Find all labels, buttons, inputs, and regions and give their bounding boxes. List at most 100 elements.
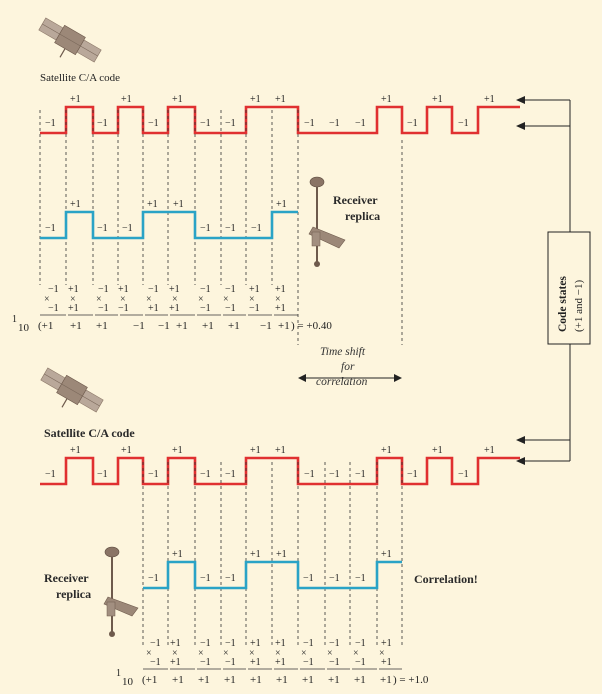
svg-text:+1: +1	[381, 657, 392, 668]
svg-text:+1: +1	[380, 674, 392, 686]
code-states-label-2: (+1 and −1)	[573, 280, 585, 332]
svg-text:+1: +1	[96, 320, 108, 332]
svg-text:×: ×	[249, 648, 255, 659]
satellite-code-bottom-wave	[40, 456, 520, 486]
correlation-label: Correlation!	[414, 572, 478, 586]
code-label: −1	[148, 118, 159, 129]
replica-label: −1	[329, 573, 340, 584]
code-label: −1	[148, 469, 159, 480]
code-label: +1	[70, 445, 81, 456]
svg-text:×: ×	[301, 648, 307, 659]
svg-text:+1: +1	[169, 284, 180, 295]
svg-text:×: ×	[223, 294, 229, 305]
replica-label: +1	[70, 199, 81, 210]
antenna-receiver-icon	[103, 546, 139, 637]
code-states-label-1: Code states	[557, 276, 569, 332]
svg-text:+1: +1	[278, 320, 290, 332]
svg-text:−1: −1	[98, 303, 109, 314]
svg-text:−1: −1	[133, 320, 145, 332]
svg-text:−1: −1	[148, 284, 159, 295]
svg-text:−1: −1	[303, 657, 314, 668]
code-label: +1	[275, 94, 286, 105]
code-label: −1	[458, 469, 469, 480]
replica-label: +1	[172, 549, 183, 560]
code-label: −1	[225, 469, 236, 480]
svg-text:×: ×	[146, 294, 152, 305]
svg-text:−1: −1	[329, 657, 340, 668]
svg-text:×: ×	[172, 648, 178, 659]
svg-text:−1: −1	[150, 657, 161, 668]
svg-text:+1: +1	[198, 674, 210, 686]
svg-text:+1: +1	[170, 638, 181, 649]
time-shift-label-1: Time shift	[320, 346, 366, 358]
svg-text:×: ×	[379, 648, 385, 659]
guide-lines-bottom	[142, 462, 403, 645]
svg-text:−1: −1	[329, 638, 340, 649]
code-label: −1	[45, 118, 56, 129]
svg-text:+1: +1	[328, 674, 340, 686]
replica-bottom-label-2: replica	[56, 587, 91, 601]
replica-top-label-2: replica	[345, 209, 380, 223]
svg-text:+1: +1	[176, 320, 188, 332]
code-label: +1	[121, 94, 132, 105]
antenna-receiver-icon	[308, 176, 346, 267]
bracket-arrowheads	[516, 96, 525, 465]
svg-text:+1: +1	[118, 284, 129, 295]
replica-top-label-1: Receiver	[333, 193, 378, 207]
code-label: −1	[97, 118, 108, 129]
fraction-bottom-num: 1	[116, 668, 121, 679]
replica-label: −1	[97, 223, 108, 234]
svg-text:−1: −1	[225, 638, 236, 649]
code-label: +1	[250, 445, 261, 456]
svg-text:−1: −1	[48, 284, 59, 295]
svg-text:−1: −1	[200, 303, 211, 314]
code-label: +1	[484, 445, 495, 456]
replica-bottom-wave	[143, 560, 402, 590]
svg-text:×: ×	[249, 294, 255, 305]
svg-text:×: ×	[353, 648, 359, 659]
svg-text:+1: +1	[224, 674, 236, 686]
replica-top-wave	[40, 210, 298, 240]
replica-bottom-label-1: Receiver	[44, 571, 89, 585]
code-label: −1	[304, 469, 315, 480]
svg-text:+1: +1	[275, 638, 286, 649]
svg-text:−1: −1	[158, 320, 170, 332]
time-shift-arrow	[298, 374, 402, 382]
code-label: +1	[275, 445, 286, 456]
time-shift-label-2: for	[341, 361, 355, 373]
replica-label: +1	[250, 549, 261, 560]
svg-text:×: ×	[120, 294, 126, 305]
svg-text:−1: −1	[225, 303, 236, 314]
svg-text:−1: −1	[225, 284, 236, 295]
svg-text:+1: +1	[276, 674, 288, 686]
code-label: −1	[407, 118, 418, 129]
svg-text:+1: +1	[275, 657, 286, 668]
code-label: −1	[355, 118, 366, 129]
svg-text:−1: −1	[98, 284, 109, 295]
code-label: −1	[200, 469, 211, 480]
svg-text:−1: −1	[303, 638, 314, 649]
code-label: +1	[172, 445, 183, 456]
svg-text:−1: −1	[249, 303, 260, 314]
svg-text:+1: +1	[381, 638, 392, 649]
svg-text:×: ×	[198, 294, 204, 305]
svg-text:+1: +1	[250, 674, 262, 686]
svg-text:+1: +1	[68, 303, 79, 314]
result-top: ) = +0.40	[291, 320, 332, 332]
svg-text:−1: −1	[260, 320, 272, 332]
code-label: +1	[250, 94, 261, 105]
code-label: +1	[432, 94, 443, 105]
replica-label: +1	[147, 199, 158, 210]
svg-text:−1: −1	[355, 657, 366, 668]
replica-label: −1	[303, 573, 314, 584]
code-label: −1	[329, 469, 340, 480]
products-top: (+1 +1 +1 −1 −1 +1 +1 +1 −1 +1	[38, 320, 290, 332]
replica-label: +1	[381, 549, 392, 560]
replica-label: −1	[200, 223, 211, 234]
svg-text:(+1: (+1	[38, 320, 53, 332]
svg-text:×: ×	[70, 294, 76, 305]
svg-text:+1: +1	[228, 320, 240, 332]
svg-text:−1: −1	[48, 303, 59, 314]
